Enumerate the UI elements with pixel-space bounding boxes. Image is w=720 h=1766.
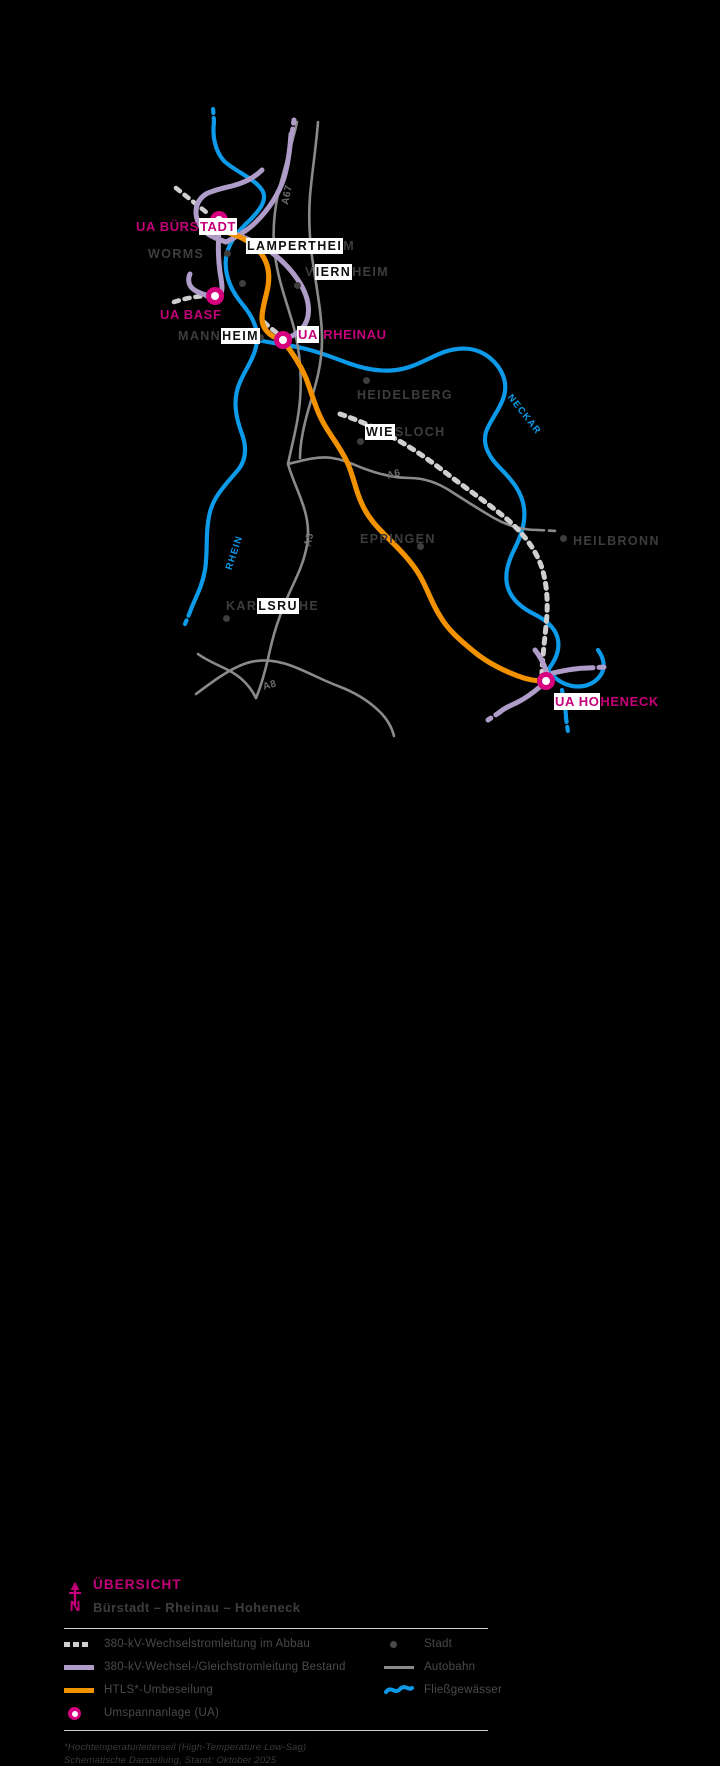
overview-subtitle: Bürstadt – Rheinau – Hoheneck [93,1600,301,1615]
river-line-icon [384,1682,414,1698]
city-dot [223,249,231,257]
autobahn-a5-south [254,462,310,700]
existing-line-hoheneck-south [497,683,544,715]
existing-line-hoheneck-east-dash [585,664,609,671]
city-dot [238,279,246,287]
autobahn-line-icon [384,1659,414,1675]
marker-core [211,292,219,300]
marker-core [279,336,287,344]
legend-divider-top [64,1628,488,1629]
legend-panel: N ÜBERSICHT Bürstadt – Rheinau – Hohenec… [0,780,720,1766]
footnote-htls: *Hochtemperaturleiterseil (High-Temperat… [64,1742,307,1753]
legend-label: HTLS*-Umbeseilung [104,1684,214,1696]
city-dot [222,614,230,622]
existing-line-hoheneck-north [532,647,550,676]
legend-item-autobahn[interactable]: Autobahn [384,1659,475,1675]
city-label-mannheim: MANNHEIM [178,328,260,344]
city-dot [293,281,301,289]
legend-item-substation[interactable]: Umspannanlage (UA) [64,1705,219,1721]
substation-marker-icon [64,1705,94,1721]
compass-north-letter: N [69,1598,81,1615]
river-neckar [254,337,561,673]
dismantle-line-basf [171,293,211,305]
legend-label: 380-kV-Wechsel-/Gleichstromleitung Besta… [104,1661,346,1673]
city-dot [256,333,264,341]
substation-label-ua-hoheneck: UA HOHENECK [554,693,659,710]
autobahn-a8 [194,659,396,738]
city-dot [356,437,364,445]
legend-item-river[interactable]: Fließgewässer [384,1682,502,1698]
city-label-karlsruhe: KARLSRUHE [226,598,320,614]
marker-core [542,677,550,685]
river-rhein-dash-north [210,105,217,125]
city-label-viernheim: VIERNHEIM [305,264,390,280]
legend-item-existing[interactable]: 380-kV-Wechsel-/Gleichstromleitung Besta… [64,1659,346,1675]
river-neckar-dash-south [563,715,571,735]
map-page: WORMS LAMPERTHEIM VIERNHEIM MANNHEIM HEIDELB… [0,105,720,1766]
city-label-heilbronn: HEILBRONN [573,534,660,548]
city-dot-icon [384,1636,414,1652]
substation-label-ua-rheinau: UA RHEINAU [297,326,387,343]
existing-line-basf-west [186,271,213,299]
dismantle-line-buerstadt [173,185,209,215]
footnote-status: Schematische Darstellung, Stand: Oktober… [64,1755,277,1766]
city-dot [416,542,424,550]
city-label-lampertheim: LAMPERTHEIM [246,238,356,254]
legend-divider-bottom [64,1730,488,1731]
existing-line-north-dash [289,117,297,137]
autobahn-a6-dash-east [536,528,558,533]
purple-line-icon [64,1659,94,1675]
substation-marker-ua-basf[interactable] [206,287,224,305]
city-dot [559,534,567,542]
autobahn-karlsruhe-link [196,652,258,700]
substation-marker-ua-hoheneck[interactable] [537,672,555,690]
city-label-worms: WORMS [148,247,205,261]
legend-label: Stadt [424,1638,453,1650]
substation-label-ua-basf: UA BASF [160,307,222,322]
city-label-eppingen: EPPINGEN [360,532,436,546]
river-rhein-dash-south [182,609,193,627]
dashed-line-icon [64,1636,94,1652]
city-label-wiesloch: WIESLOCH [365,424,446,440]
autobahn-a6 [286,456,540,532]
orange-line-icon [64,1682,94,1698]
substation-marker-ua-rheinau[interactable] [274,331,292,349]
htls-line [223,229,547,684]
legend-item-htls[interactable]: HTLS*-Umbeseilung [64,1682,213,1698]
legend-item-dismantling[interactable]: 380-kV-Wechselstromleitung im Abbau [64,1636,310,1652]
city-label-heidelberg: HEIDELBERG [357,388,453,402]
substation-label-ua-bürstadt: UA BÜRSTADT [136,218,238,235]
overview-title: ÜBERSICHT [93,1577,182,1592]
autobahn-a5-north [298,120,324,460]
legend-item-city[interactable]: Stadt [384,1636,452,1652]
city-dot [362,376,370,384]
existing-line-hoheneck-south-dash [485,709,503,723]
legend-label: Umspannanlage (UA) [104,1707,220,1719]
legend-label: Autobahn [424,1661,476,1673]
legend-label: Fließgewässer [424,1684,503,1696]
existing-line-bue-branch [203,167,265,197]
existing-line-hoheneck-east [550,665,591,676]
legend-label: 380-kV-Wechselstromleitung im Abbau [104,1638,311,1650]
